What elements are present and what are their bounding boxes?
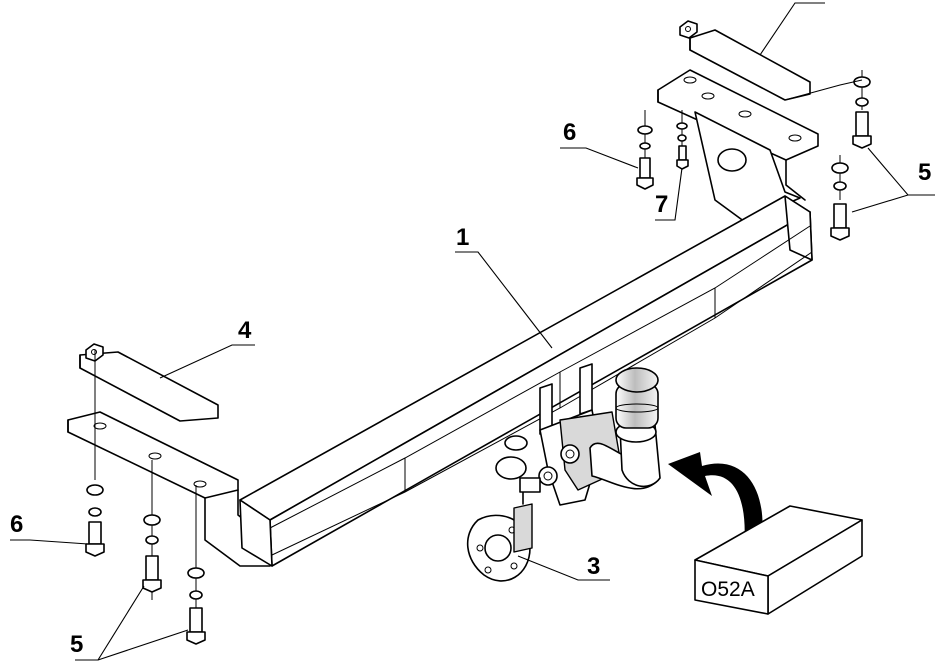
right-bolt-5a-icon [852, 111, 872, 149]
tow-ball-assembly [495, 363, 661, 506]
callout-part-6-right: 6 [563, 119, 576, 146]
left-mounting-bracket [67, 343, 271, 567]
left-bolt-6-icon [85, 521, 105, 557]
package-box: O52A [694, 505, 863, 615]
callout-part-7: 7 [655, 191, 668, 218]
right-bolt-6-icon [636, 157, 654, 190]
right-fasteners [636, 70, 872, 241]
left-bolt-5b-icon [186, 607, 206, 645]
callout-part-5-right: 5 [918, 159, 931, 186]
package-code-label: O52A [701, 578, 755, 601]
callout-part-1: 1 [456, 224, 469, 251]
right-top-bolt-icon [679, 20, 698, 39]
left-bolt-5a-icon [142, 555, 162, 593]
leader-lines [10, 2, 935, 661]
right-bolt-7-icon [676, 145, 689, 170]
callout-part-6-left: 6 [10, 511, 23, 538]
right-bolt-5b-icon [830, 203, 850, 241]
curved-arrow-icon [668, 452, 763, 548]
socket-plate [466, 477, 541, 582]
callout-part-4: 4 [238, 317, 252, 344]
callout-labels: 1 3 4 5 5 6 6 7 [10, 119, 931, 658]
left-fasteners [85, 350, 206, 645]
right-mounting-bracket [657, 20, 819, 223]
callout-part-3: 3 [587, 553, 600, 580]
callout-part-5-left: 5 [70, 631, 83, 658]
